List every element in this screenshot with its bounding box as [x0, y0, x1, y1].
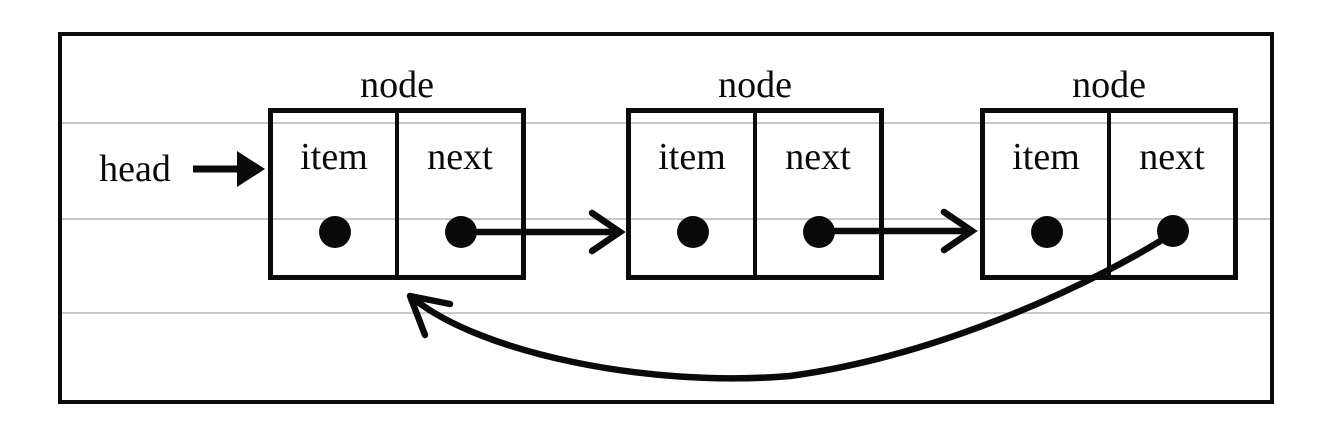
next-field-label: next — [785, 136, 851, 178]
node-3-item-cell: item — [985, 113, 1107, 275]
outer-frame — [58, 32, 1274, 404]
node-3-next-cell: next — [1107, 113, 1233, 275]
node-1-next-cell: next — [395, 113, 521, 275]
node-box-2: item next — [626, 108, 884, 280]
head-pointer-label: head — [99, 148, 171, 190]
node-box-1: item next — [268, 108, 526, 280]
node-box-3: item next — [980, 108, 1238, 280]
node-title-2: node — [718, 64, 792, 106]
item-field-label: item — [658, 136, 726, 178]
item-field-label: item — [300, 136, 368, 178]
ruled-line — [62, 122, 1270, 124]
ruled-line — [62, 312, 1270, 314]
next-field-label: next — [1139, 136, 1205, 178]
node-2-next-cell: next — [753, 113, 879, 275]
next-field-label: next — [427, 136, 493, 178]
node-title-3: node — [1072, 64, 1146, 106]
node-2-item-cell: item — [631, 113, 753, 275]
node-1-item-cell: item — [273, 113, 395, 275]
node-title-1: node — [360, 64, 434, 106]
item-field-label: item — [1012, 136, 1080, 178]
ruled-line — [62, 218, 1270, 220]
